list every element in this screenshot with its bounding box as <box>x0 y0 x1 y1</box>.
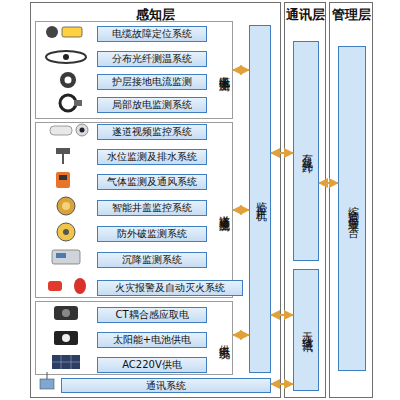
system-box: 智能井盖监控系统 <box>97 200 207 216</box>
system-box: 局部放电监测系统 <box>97 97 207 113</box>
layer-column: 感知层电缆本体监测电缆故障定位系统分布光纤测温系统护层接地电流监测局部放电监测系… <box>30 2 281 398</box>
box-label: 气体监测及通风系统 <box>107 175 197 189</box>
cable-fault-icon <box>46 26 82 38</box>
intrusion-icon <box>57 223 75 241</box>
power-box: AC220V供电 <box>97 357 207 373</box>
box-label: 分布光纤测温系统 <box>112 52 192 66</box>
group-box: 电缆本体监测 电缆故障定位系统分布光纤测温系统护层接地电流监测局部放电监测系统 <box>35 21 233 119</box>
box-label: 通讯系统 <box>146 379 186 393</box>
box-label: 监控主机 <box>253 193 268 205</box>
system-box: 火灾报警及自动灭火系统 <box>97 280 243 296</box>
channel-box: 无线通讯 <box>293 269 319 391</box>
ct-icon <box>54 306 78 320</box>
box-label: 水位监测及排水系统 <box>107 150 197 164</box>
double-arrow <box>319 182 338 184</box>
system-box: 护层接地电流监测 <box>97 74 207 90</box>
comm-system-box: 通讯系统 <box>61 378 271 393</box>
box-label: 电缆故障定位系统 <box>112 27 192 41</box>
system-box: 水位监测及排水系统 <box>97 149 207 165</box>
layer-column: 通讯层有线光纤无线通讯 <box>284 2 326 398</box>
water-sensor-icon <box>56 148 70 164</box>
box-label: 有线光纤 <box>299 145 314 157</box>
double-arrow <box>271 152 293 154</box>
antenna-icon <box>40 372 54 389</box>
gas-sensor-icon <box>56 172 70 188</box>
system-box: 防外破监测系统 <box>97 226 207 242</box>
host-box: 监控主机 <box>249 25 271 373</box>
layer-heading: 电缆本体监测 <box>216 67 231 73</box>
system-box: 分布光纤测温系统 <box>97 51 207 67</box>
fire-icon <box>48 278 86 294</box>
settlement-icon <box>52 250 80 264</box>
box-label: 综合监控管理平台 <box>345 197 360 221</box>
system-box: 电缆故障定位系统 <box>97 26 207 42</box>
fiber-temp-icon <box>46 51 86 63</box>
layer-heading: 遂道环境监测 <box>216 207 231 213</box>
layer-heading: 供电系统 <box>216 336 231 340</box>
system-box: 沉降监测系统 <box>97 252 207 268</box>
box-label: 智能井盖监控系统 <box>112 201 192 215</box>
partial-discharge-icon <box>60 95 82 111</box>
box-label: 防外破监测系统 <box>117 227 187 241</box>
box-label: 局部放电监测系统 <box>112 98 192 112</box>
box-label: 无线通讯 <box>299 324 314 336</box>
solar-panel-icon <box>52 355 80 369</box>
double-arrow <box>233 209 249 211</box>
camera-icon <box>50 124 88 136</box>
power-box: CT耦合感应取电 <box>97 307 207 323</box>
double-arrow <box>271 314 293 316</box>
sheath-current-icon <box>60 72 76 88</box>
channel-box: 有线光纤 <box>293 41 319 261</box>
group-box: 遂道环境监测 遂道视频监控系统水位监测及排水系统气体监测及通风系统智能井盖监控系统… <box>35 122 233 298</box>
layer-heading: 通讯层 <box>285 6 325 24</box>
system-box: 气体监测及通风系统 <box>97 174 207 190</box>
box-label: 护层接地电流监测 <box>112 75 192 89</box>
box-label: 火灾报警及自动灭火系统 <box>115 281 225 295</box>
platform-box: 综合监控管理平台 <box>338 46 366 371</box>
layer-column: 管理层综合监控管理平台 <box>329 2 373 398</box>
group-box: 供电系统 CT耦合感应取电太阳能+电池供电 AC220V供电 <box>35 301 233 375</box>
double-arrow <box>233 69 249 71</box>
box-label: 遂道视频监控系统 <box>112 125 192 139</box>
solar-icon <box>54 331 78 345</box>
box-label: CT耦合感应取电 <box>115 308 188 322</box>
double-arrow <box>233 334 249 336</box>
system-box: 遂道视频监控系统 <box>97 124 207 140</box>
box-label: AC220V供电 <box>122 358 182 372</box>
layer-heading: 管理层 <box>330 6 372 24</box>
manhole-icon <box>57 197 75 215</box>
box-label: 太阳能+电池供电 <box>113 333 191 347</box>
power-box: 太阳能+电池供电 <box>97 332 207 348</box>
box-label: 沉降监测系统 <box>122 253 182 267</box>
double-arrow <box>271 383 293 385</box>
